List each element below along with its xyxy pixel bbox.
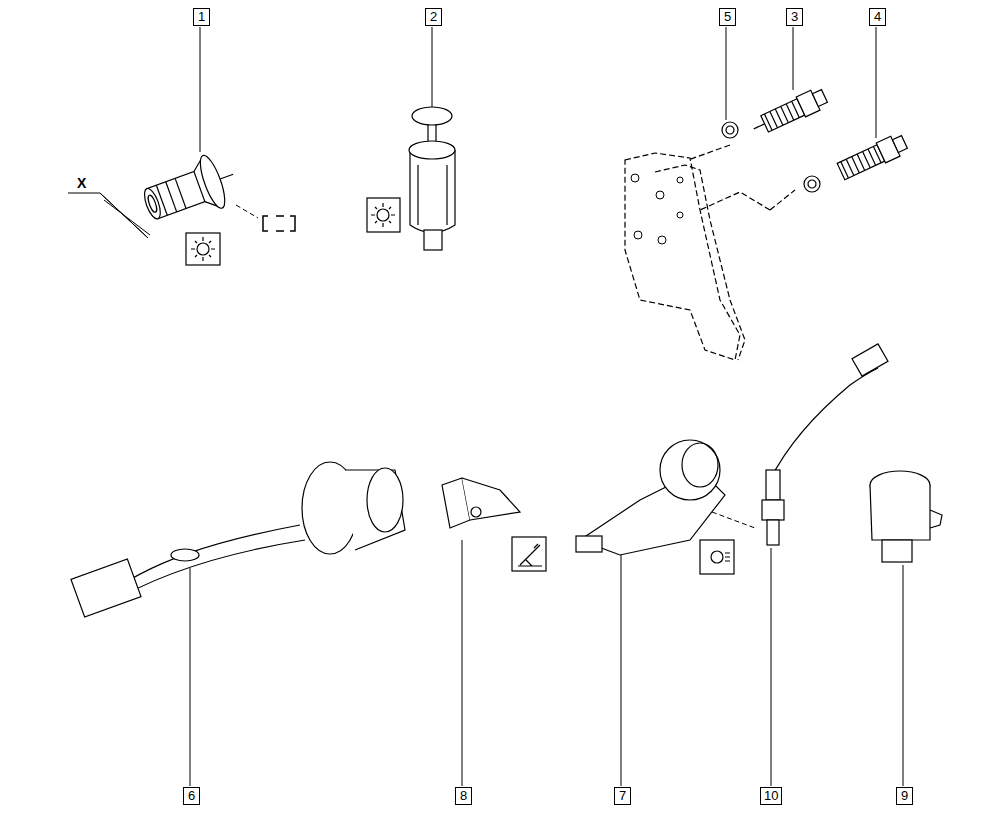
callout-number: 4 — [869, 8, 886, 26]
reference-letter: X — [76, 175, 87, 191]
callout-number: 2 — [425, 8, 442, 26]
callout-number: 3 — [786, 8, 803, 26]
callout-number: 5 — [719, 8, 736, 26]
callout-number: 9 — [896, 787, 913, 805]
callout-number: 7 — [614, 787, 631, 805]
callout-number: 1 — [193, 8, 210, 26]
callout-number: 8 — [455, 787, 472, 805]
callout-number: 10 — [760, 787, 782, 805]
callout-number: 6 — [183, 787, 200, 805]
